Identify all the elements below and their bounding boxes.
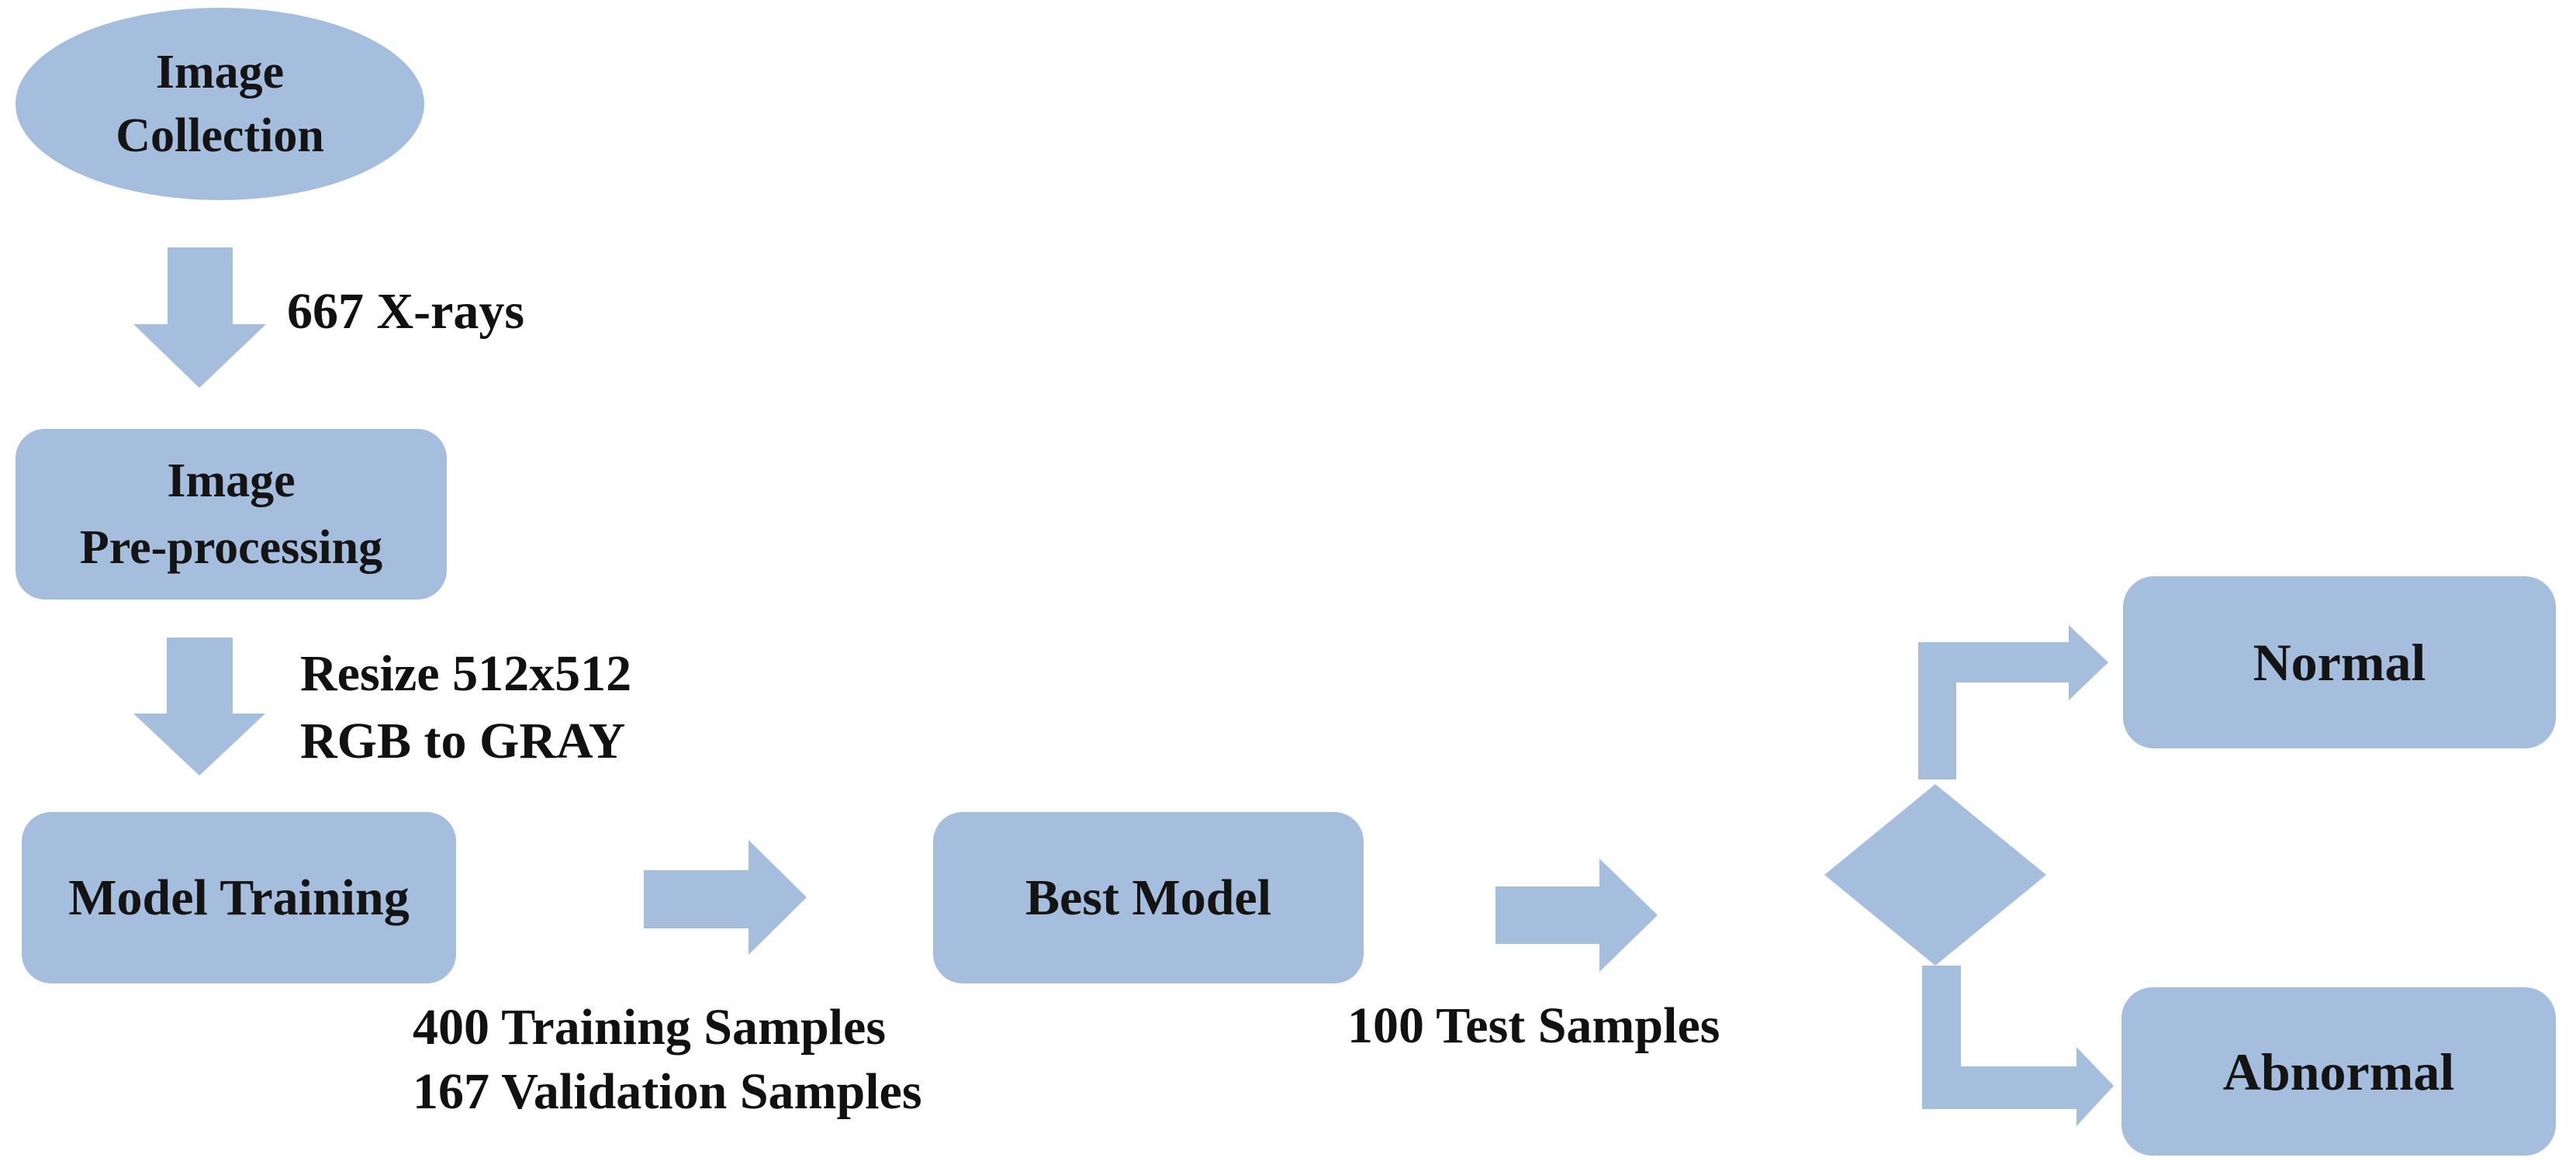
elbow-arrow-decision-to-abnormal — [1922, 966, 2114, 1126]
node-label: Abnormal — [2222, 1042, 2455, 1101]
node-label: Model Training — [68, 869, 410, 926]
node-label-line: Image — [155, 46, 285, 98]
arrow-down-collection-to-preprocessing — [133, 247, 266, 388]
edge-label-resize: Resize 512x512 RGB to GRAY — [300, 640, 631, 775]
node-image-preprocessing: Image Pre-processing — [16, 429, 447, 600]
node-abnormal: Abnormal — [2121, 987, 2556, 1156]
arrow-down-preprocessing-to-training — [133, 638, 265, 776]
node-model-training: Model Training — [22, 812, 456, 983]
edge-label-text: Resize 512x512 — [300, 645, 632, 702]
node-label: Best Model — [1025, 869, 1272, 926]
arrow-right-training-to-bestmodel — [644, 840, 807, 955]
node-normal: Normal — [2123, 576, 2556, 748]
node-label: Normal — [2253, 633, 2426, 692]
decision-diamond — [1824, 784, 2046, 966]
edge-label-text: 167 Validation Samples — [413, 1063, 922, 1120]
edge-label-xrays: 667 X-rays — [287, 278, 524, 345]
node-best-model: Best Model — [933, 812, 1364, 983]
edge-label-text: 100 Test Samples — [1347, 997, 1720, 1054]
edge-label-samples: 400 Training Samples 167 Validation Samp… — [413, 995, 922, 1124]
elbow-arrow-decision-to-normal — [1918, 625, 2108, 779]
arrow-right-bestmodel-to-decision — [1495, 859, 1658, 972]
node-label-line: Pre-processing — [79, 521, 383, 574]
edge-label-test: 100 Test Samples — [1347, 993, 1720, 1059]
edge-label-text: 667 X-rays — [287, 283, 525, 340]
node-image-collection: Image Collection — [16, 8, 424, 200]
node-label-line: Collection — [116, 109, 324, 162]
edge-label-text: RGB to GRAY — [300, 713, 626, 769]
node-label-line: Image — [167, 454, 296, 507]
edge-label-text: 400 Training Samples — [413, 999, 887, 1056]
